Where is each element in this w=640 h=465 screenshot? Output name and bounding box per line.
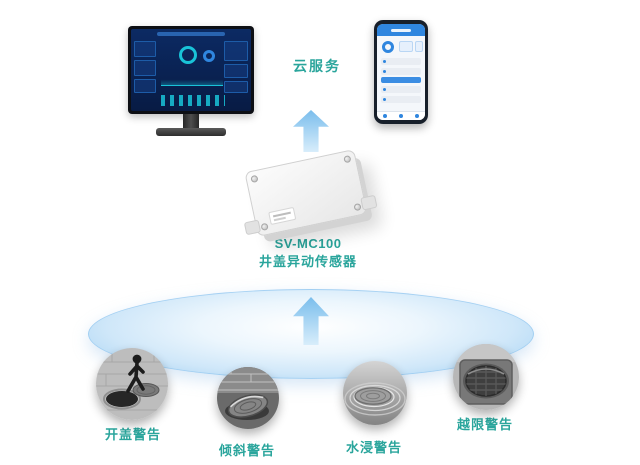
app-list-row — [381, 68, 421, 75]
mounting-flange — [360, 194, 378, 211]
dashboard-widget — [134, 41, 156, 57]
over-limit-illustration — [453, 344, 519, 410]
warning-photo-tilt — [217, 367, 279, 429]
monitor-stand — [183, 114, 199, 129]
app-header-title — [391, 29, 411, 32]
app-list-row — [381, 96, 421, 103]
dashboard-widget — [224, 64, 248, 78]
device-label-sticker — [268, 206, 297, 225]
app-bottom-nav — [377, 111, 425, 120]
screw-icon — [353, 202, 362, 212]
cloud-service-label: 云服务 — [293, 58, 341, 74]
warning-photo-over-limit — [453, 344, 519, 410]
flood-illustration — [343, 361, 407, 425]
bar-chart-widget — [161, 95, 225, 106]
app-list-row — [381, 86, 421, 93]
mounting-flange — [243, 219, 262, 236]
line-chart-widget — [161, 73, 223, 86]
screw-icon — [260, 222, 269, 231]
dashboard-widget — [134, 60, 156, 76]
gauge-ring-icon — [179, 46, 197, 64]
gauge-ring-icon — [203, 50, 215, 62]
dashboard-screen — [131, 29, 251, 111]
device-name-label: 井盖异动传感器 — [258, 254, 357, 269]
up-arrow-icon — [293, 110, 329, 152]
nav-dot-icon — [399, 114, 403, 118]
app-header-bar — [377, 24, 425, 36]
screw-icon — [250, 174, 259, 184]
app-tile — [399, 41, 413, 52]
device-model-label: SV-MC100 — [274, 236, 342, 251]
warning-photo-open-cover — [96, 348, 168, 420]
app-list-row — [381, 58, 421, 65]
open-cover-illustration — [96, 348, 168, 420]
nav-dot-icon — [383, 114, 387, 118]
monitor-base — [156, 128, 226, 136]
screw-icon — [343, 155, 352, 164]
app-tile — [415, 41, 423, 52]
dashboard-widget — [224, 81, 248, 93]
nav-dot-icon — [415, 114, 419, 118]
mobile-app-phone — [374, 20, 428, 124]
app-banner — [381, 77, 421, 83]
dashboard-widget — [134, 79, 156, 93]
warning-photo-flood — [343, 361, 407, 425]
monitor-bezel — [128, 26, 254, 114]
warning-label-flood: 水浸警告 — [345, 440, 402, 455]
dashboard-widget — [224, 41, 248, 61]
dashboard-monitor — [128, 26, 254, 138]
gauge-ring-icon — [382, 41, 394, 53]
app-screen — [377, 24, 425, 120]
tilt-illustration — [217, 367, 279, 429]
warning-label-over-limit: 越限警告 — [456, 417, 513, 432]
sensor-device — [243, 149, 378, 237]
warning-label-tilt: 倾斜警告 — [218, 443, 275, 458]
warning-label-open-cover: 开盖警告 — [104, 427, 161, 442]
dashboard-title-bar — [157, 32, 225, 36]
